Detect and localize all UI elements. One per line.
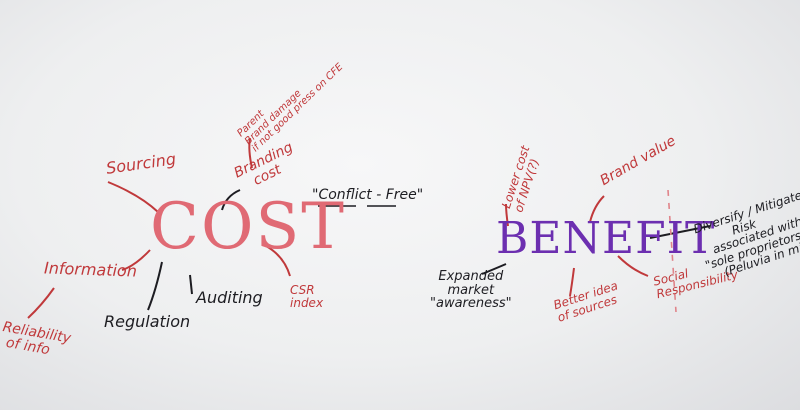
line-benefit-diversify (649, 225, 711, 239)
line-information-reliability (27, 287, 55, 319)
benefit-title: BENEFIT (496, 213, 716, 264)
information-label: Information (43, 258, 138, 281)
line-cost-sourcing (107, 181, 159, 213)
auditing-label: Auditing (196, 288, 263, 307)
line-benefit-social (617, 255, 649, 277)
expanded-market-label: Expanded market "awareness" (430, 269, 512, 312)
line-benefit-lowercost (505, 203, 509, 227)
line-cost-information (121, 249, 151, 271)
line-benefit-betteridea (569, 267, 575, 297)
regulation-label: Regulation (104, 312, 191, 331)
line-cost-regulation (147, 261, 163, 311)
line-cost-branding (221, 189, 241, 211)
line-benefit-expanded (481, 263, 507, 275)
line-cost-auditing (189, 274, 193, 295)
line-branding-note (248, 137, 253, 169)
csr-index-label: CSR index (290, 283, 324, 310)
line-benefit-brandvalue (589, 195, 605, 223)
line-cost-csr (265, 245, 291, 277)
cost-title: COST (150, 190, 346, 264)
conflict-free-label: "Conflict - Free" (312, 187, 424, 203)
